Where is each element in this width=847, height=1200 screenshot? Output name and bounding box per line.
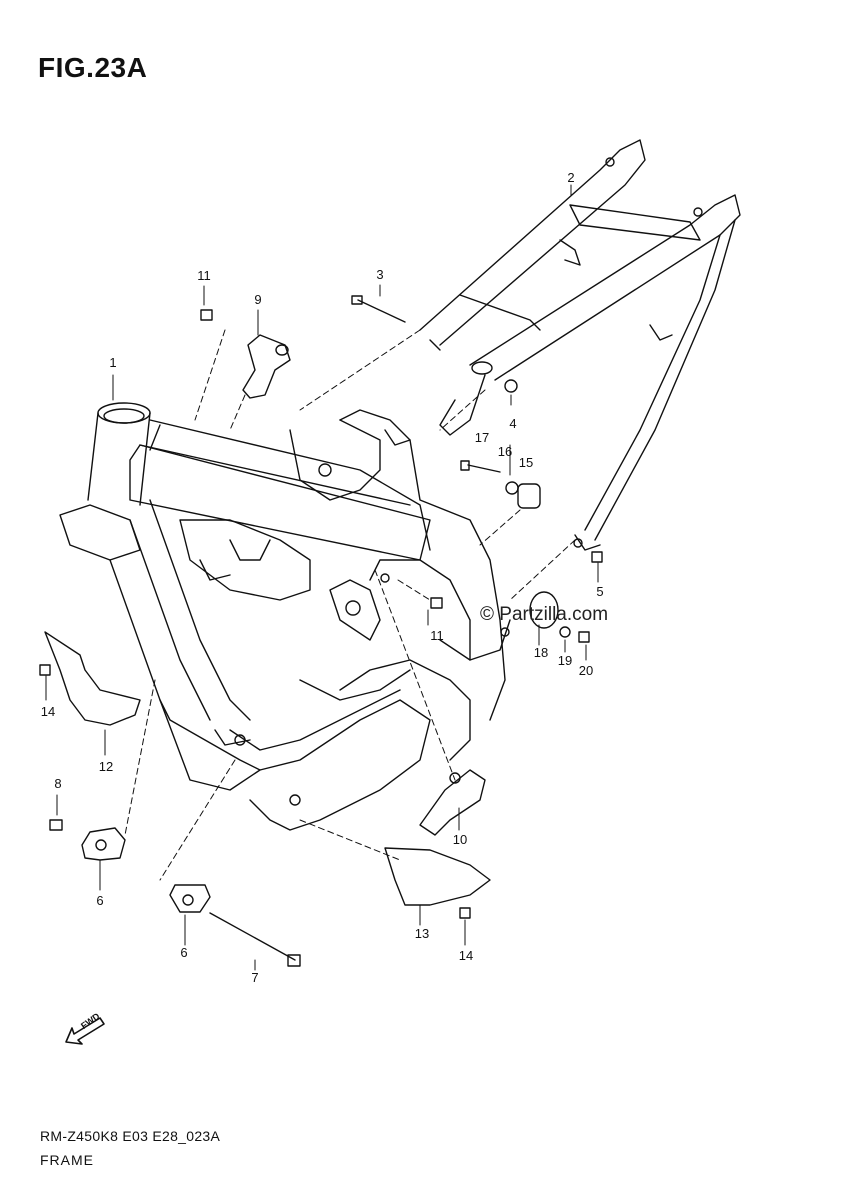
callout-15: 15 [518,455,534,470]
callout-20: 20 [578,663,594,678]
callout-13: 13 [414,926,430,941]
callout-1: 1 [109,355,117,370]
callout-11b: 11 [430,628,444,643]
callout-6b: 6 [180,945,188,960]
callout-12: 12 [98,759,114,774]
callout-14b: 14 [458,948,474,963]
callout-5: 5 [596,584,604,599]
callout-17: 17 [474,430,490,445]
callout-16: 16 [497,444,513,459]
model-code: RM-Z450K8 E03 E28_023A [40,1128,221,1144]
callout-3: 3 [376,267,384,282]
callout-18: 18 [533,645,549,660]
callout-19: 19 [557,653,573,668]
callout-14a: 14 [40,704,56,719]
figure-title: FIG.23A [38,52,148,83]
callout-4: 4 [509,416,517,431]
watermark: © Partzilla.com [480,604,609,625]
callout-7: 7 [251,970,259,985]
callout-9: 9 [254,292,262,307]
callout-8: 8 [54,776,62,791]
callout-11a: 11 [197,268,211,283]
leader-lines [45,184,599,971]
callout-6a: 6 [96,893,104,908]
callout-10: 10 [452,832,468,847]
small-parts [39,295,603,967]
rear-subframe [419,139,741,551]
callout-2: 2 [567,170,575,185]
main-frame [59,402,511,831]
section-name: FRAME [40,1152,94,1168]
forward-arrow-icon [65,1017,105,1045]
